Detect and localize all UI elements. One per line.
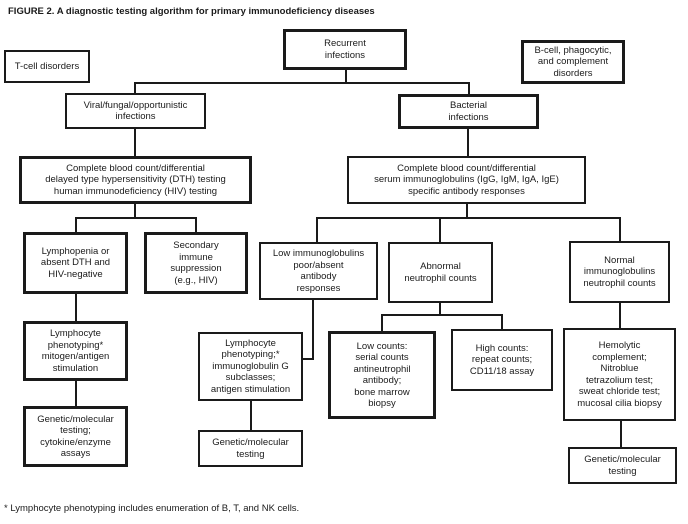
node-cbc-dth-hiv-testing: Complete blood count/differential delaye… (19, 156, 252, 204)
node-recurrent-infections: Recurrent infections (283, 29, 407, 70)
node-bacterial-infections: Bacterial infections (398, 94, 539, 129)
node-viral-fungal-opportunistic-infections: Viral/fungal/opportunistic infections (65, 93, 206, 129)
node-genetic-molecular-right: Genetic/molecular testing (568, 447, 677, 484)
node-bcell-phagocytic-complement-disorders: B-cell, phagocytic, and complement disor… (521, 40, 625, 84)
figure-title: FIGURE 2. A diagnostic testing algorithm… (8, 6, 375, 17)
node-lymphopenia-absent-dth: Lymphopenia or absent DTH and HIV-negati… (23, 232, 128, 294)
figure-footnote: * Lymphocyte phenotyping includes enumer… (4, 503, 300, 514)
node-abnormal-neutrophil-counts: Abnormal neutrophil counts (388, 242, 493, 303)
connector-lowig-elbow (302, 300, 314, 360)
node-cbc-immunoglobulins-antibody: Complete blood count/differential serum … (347, 156, 586, 204)
node-high-counts: High counts: repeat counts; CD11/18 assa… (451, 329, 553, 391)
node-lymphocyte-phenotyping-igg: Lymphocyte phenotyping;* immunoglobulin … (198, 332, 303, 401)
node-low-counts: Low counts: serial counts antineutrophil… (328, 331, 436, 419)
node-secondary-immune-suppression: Secondary immune suppression (e.g., HIV) (144, 232, 248, 294)
node-genetic-molecular-mid: Genetic/molecular testing (198, 430, 303, 467)
node-low-immunoglobulins: Low immunoglobulins poor/absent antibody… (259, 242, 378, 300)
node-hemolytic-complement-tests: Hemolytic complement; Nitroblue tetrazol… (563, 328, 676, 421)
node-tcell-disorders: T-cell disorders (4, 50, 90, 83)
node-normal-immunoglobulins: Normal immunoglobulins neutrophil counts (569, 241, 670, 303)
node-genetic-molecular-cytokine: Genetic/molecular testing; cytokine/enzy… (23, 406, 128, 467)
node-lymphocyte-phenotyping-mitogen: Lymphocyte phenotyping* mitogen/antigen … (23, 321, 128, 381)
